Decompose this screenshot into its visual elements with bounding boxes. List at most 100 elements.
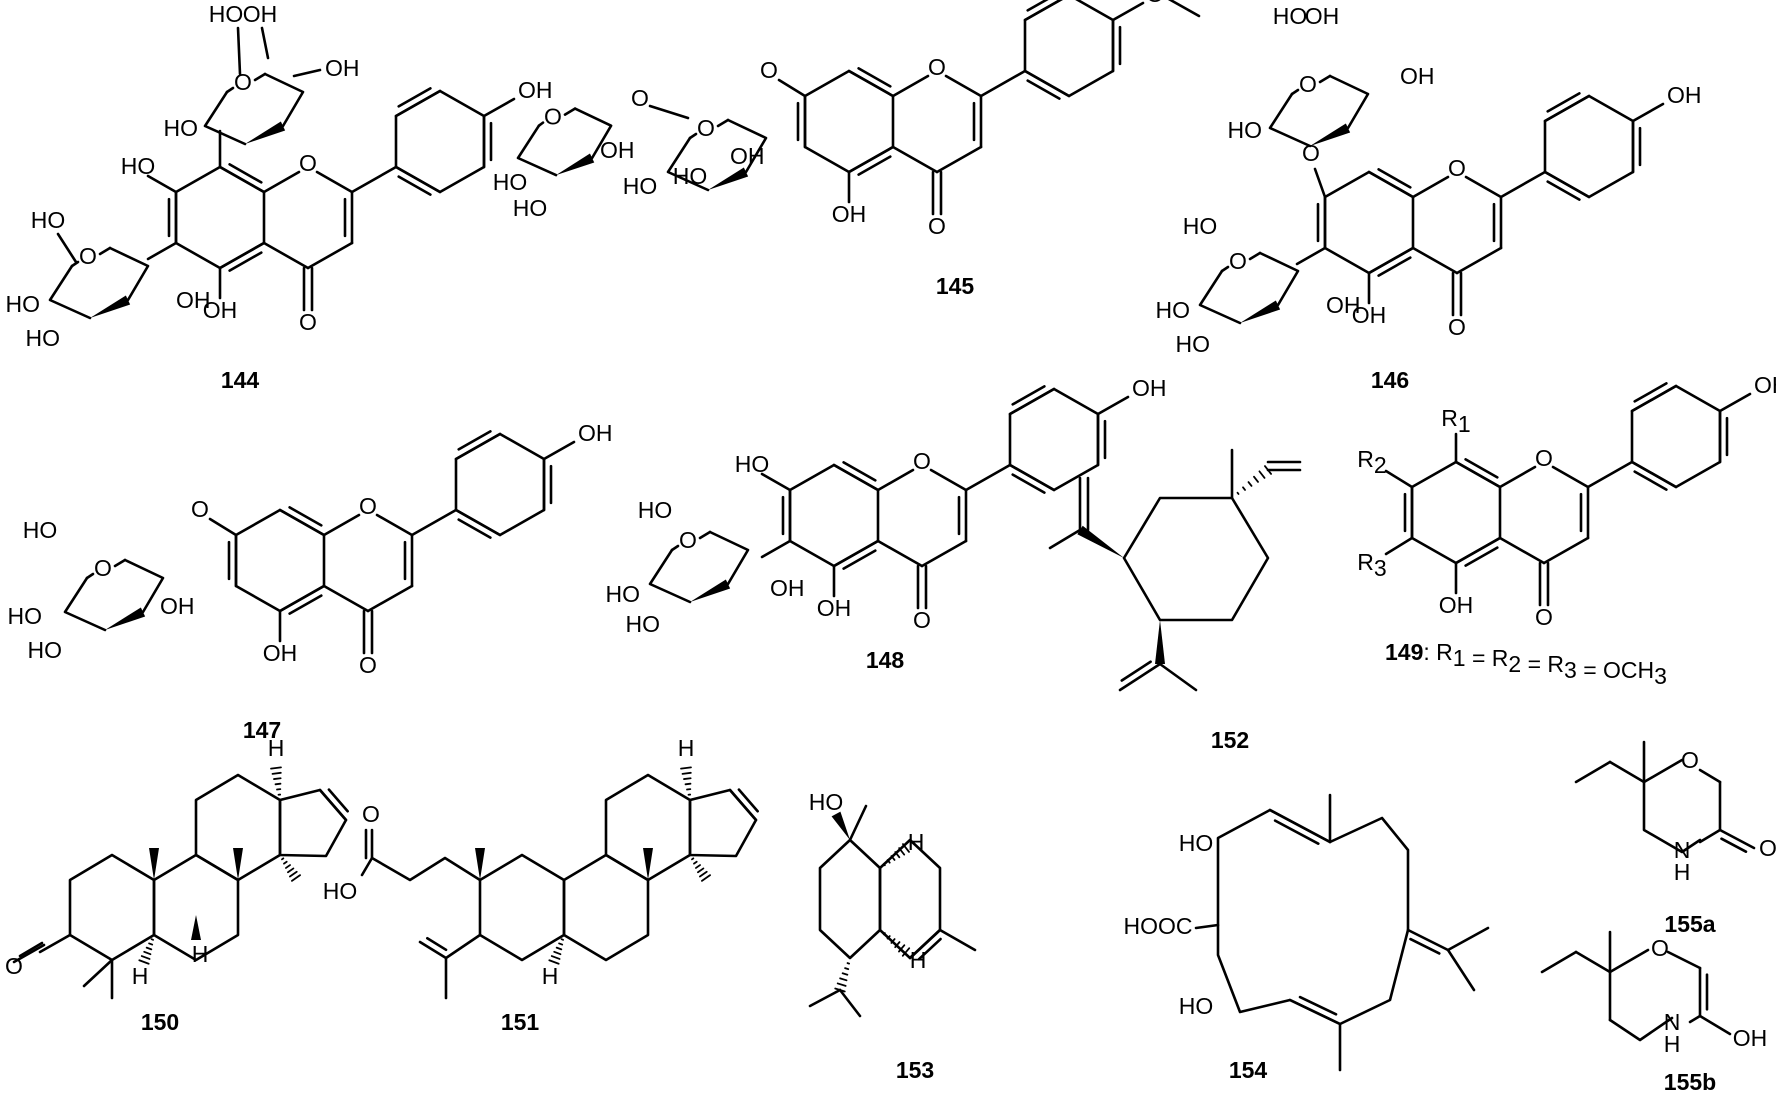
double-bond [394,165,442,194]
hydroxyl: HO [8,603,43,629]
bond [808,988,842,1008]
hydroxyl-5: OH [263,640,298,666]
bond [1498,465,1537,489]
bond [360,856,374,877]
hydroxyl: OH [243,1,278,27]
carbonyl-oxygen: O [1535,604,1553,630]
hydroxyl-5: OH [203,297,238,323]
double-bond [1464,546,1499,567]
bond [482,97,516,118]
wedge-bond [149,848,159,880]
bond [1111,1,1145,22]
sugar-8 [203,90,247,146]
sugar-6 [648,548,692,604]
double-bond [1011,473,1046,494]
bond [1631,102,1665,123]
hydroxyl: HO [23,517,58,543]
a-ring [788,463,880,568]
b-ring [1543,94,1635,199]
hydroxyl-5: OH [832,201,867,227]
bond [848,804,868,842]
hydroxyl: HO [493,169,528,195]
hydroxyl-4prime: OH [518,77,553,103]
dihydro-ring [1608,1016,1674,1042]
bond [1574,760,1612,784]
morpholinone-ring [1642,780,1702,854]
double-bond [908,928,942,960]
substituent-r3: R3 [1357,549,1386,581]
sugar-8 [225,86,235,94]
hydroxyl: OH [325,55,360,81]
a-ring [234,508,326,613]
b-ring [454,432,546,537]
sugar-6 [670,544,680,552]
glycosidic-oxygen: O [1302,140,1320,166]
n-h: H [1674,859,1691,885]
sugar-7-ring-oxygen: O [94,555,112,581]
sugar-6-ring-oxygen: O [679,527,697,553]
hydroxyl: HO [1156,297,1191,323]
bond [542,440,576,461]
hydroxyl-4prime: OH [1667,82,1702,108]
compound-label-147: 147 [243,717,281,743]
double-bond [847,69,895,98]
a-ring [803,69,895,174]
ring-oxygen: O [928,54,946,80]
bond [208,517,238,537]
bond [760,539,792,559]
sugar-6 [1220,265,1230,273]
double-bond [288,594,323,615]
hydroxyl: OH [160,593,195,619]
bond [18,941,44,958]
cyclohexane [1122,496,1270,622]
double-bond [1633,382,1668,403]
hydroxyl: OH [1326,292,1361,318]
acid-hydroxyl: HO [323,878,358,904]
compound-label-153: 153 [896,1057,934,1083]
double-bond [1023,69,1071,98]
hydroxyl: HO [623,173,658,199]
hydroxyl: OH [730,143,765,169]
hashed-bond [548,938,565,965]
wedge-bond [1077,525,1124,558]
double-bond [1454,460,1502,489]
hashed-bond [680,766,692,796]
carbonyl-oxygen: O [1759,835,1776,861]
ring-oxygen: O [913,448,931,474]
bond [375,513,414,537]
hydroxyl: HO [28,637,63,663]
bond [1464,175,1503,199]
bond [146,174,178,194]
double-bond [1118,662,1162,692]
double-bond [1273,819,1320,845]
ring-a [68,853,156,962]
sugar-7 [1328,74,1370,130]
double-bond [857,67,892,88]
wedge-bond [643,848,653,880]
double-bond [426,936,448,952]
enol-hydroxyl: OH [1733,1025,1768,1051]
hashed-bond [138,938,155,965]
compound-label-151: 151 [501,1009,540,1035]
sugar-rha [537,121,545,127]
carbonyl-oxygen: O [1448,314,1466,340]
b-ring [1008,387,1100,492]
double-bond [1409,937,1441,955]
carbonyl-oxygen: O [362,801,380,827]
hydroxyl: HO [638,497,673,523]
compound-label-148: 148 [866,647,905,673]
ketone-oxygen: O [5,953,23,979]
wedge-bond [1155,620,1165,664]
sugar-6 [698,530,712,540]
double-bond [1377,256,1412,277]
substituent-r2: R2 [1357,446,1386,478]
sugar-6-bold-edge [1240,300,1281,323]
sugar-rha [516,124,558,177]
substituent-r1: R1 [1441,405,1470,437]
ring-a-open [478,853,566,962]
sugar-glc-ring-oxygen: O [697,115,715,141]
compound-label-144: 144 [221,367,260,393]
hydroxyl-7: HO [735,451,770,477]
bond [1446,948,1476,992]
bond [1411,246,1459,275]
